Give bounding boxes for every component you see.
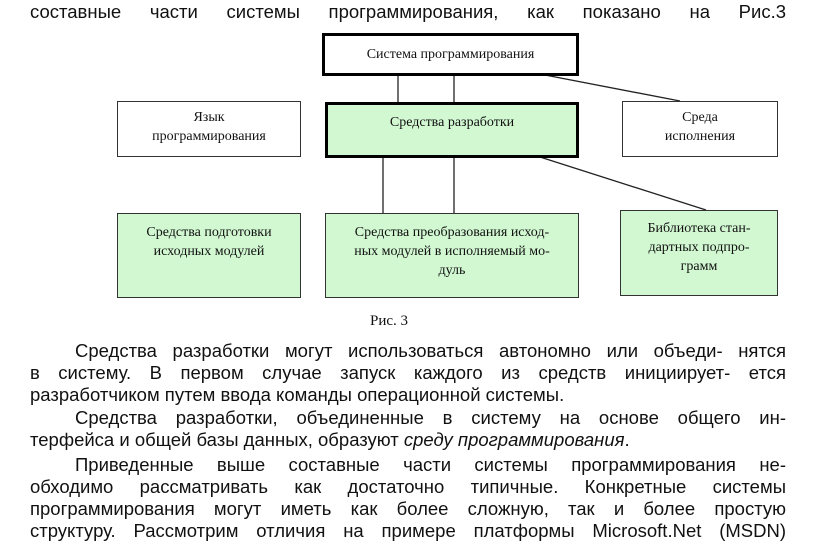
paragraph-line: разработчиком путем ввода команды операц… [30,384,565,405]
diagram-node-dev-tools: Средства разработки [325,102,579,158]
node-label: ных модулей в исполняемый мо- [354,244,550,259]
node-label: Система программирования [366,47,535,62]
node-label: программирования [152,129,266,144]
node-label: исходных модулей [153,244,265,259]
diagram-node-language: Язык программирования [117,101,301,157]
paragraph-line: структуру. Рассмотрим отличия на примере… [30,520,786,541]
node-label: исполнения [664,129,736,144]
diagram-node-root: Система программирования [322,33,579,76]
paragraph-line: обходимо рассматривать как достаточно ти… [30,476,786,497]
intro-line: составные части системы программирования… [30,1,786,22]
paragraph-line: в систему. В первом случае запуск каждог… [30,362,786,383]
node-label: дартных подпро- [648,240,750,255]
connector-line [539,156,707,211]
diagram-node-library: Библиотека стан- дартных подпро- грамм [620,210,778,296]
figure-caption: Рис. 3 [370,313,409,329]
node-label: Средства преобразования исход- [354,225,550,240]
node-label: Среда [682,110,718,125]
text-run: . [624,429,630,450]
paragraph-line: программирования могут иметь как более с… [30,498,786,519]
node-label: Средства разработки [389,115,515,130]
paragraph-line: Средства разработки, объединенные в сист… [75,407,786,428]
italic-term: среду программирования [403,429,625,450]
node-label: Язык [193,110,225,125]
node-label: Библиотека стан- [647,221,751,236]
diagram-node-transform: Средства преобразования исход- ных модул… [325,213,579,298]
connector-line [544,74,681,102]
diagram-node-runtime: Среда исполнения [622,101,778,157]
node-label: дуль [438,263,466,278]
node-label: Средства подготовки [146,225,272,240]
diagram-connectors [382,74,707,213]
paragraph-line: терфейса и общей базы данных, образуют с… [30,429,786,451]
text-run: терфейса и общей базы данных, образуют [30,429,399,450]
diagram-node-prep: Средства подготовки исходных модулей [117,213,301,298]
node-label: грамм [680,259,718,274]
paragraph-line: Средства разработки могут использоваться… [75,340,786,361]
paragraph-line: Приведенные выше составные части системы… [75,454,786,475]
